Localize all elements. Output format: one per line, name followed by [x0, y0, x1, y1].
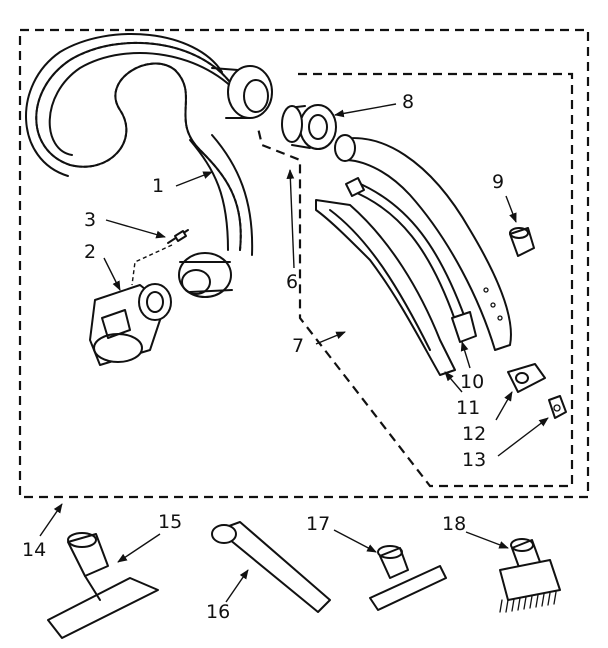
callout-2: 2 [84, 241, 96, 263]
callout-10: 10 [460, 371, 484, 393]
leader-1 [175, 171, 213, 187]
swivel-part-8 [281, 104, 337, 150]
callout-7: 7 [292, 335, 304, 357]
leader-8 [334, 103, 397, 118]
leader-3 [105, 219, 166, 239]
callout-16: 16 [206, 601, 230, 623]
leader-14 [39, 503, 63, 537]
leader-13 [497, 417, 549, 457]
hose-part-1 [25, 33, 273, 298]
leader-10 [460, 341, 471, 369]
callout-18: 18 [442, 513, 466, 535]
floor-tool-part-15 [47, 532, 159, 639]
leader-7 [315, 331, 346, 345]
callout-3: 3 [84, 209, 96, 231]
handle-lower-shell [315, 199, 456, 376]
leader-lines [39, 103, 549, 603]
leader-16 [225, 569, 249, 603]
callout-9: 9 [492, 171, 504, 193]
leader-17 [333, 529, 377, 553]
leader-9 [505, 195, 517, 223]
leader-11 [444, 371, 463, 393]
dusting-brush-part-18 [499, 538, 561, 613]
handle-assembly-boundary [256, 72, 574, 488]
wire-harness-part-10 [345, 177, 477, 343]
crevice-tool-part-16 [211, 521, 331, 613]
leader-12 [495, 391, 513, 421]
pin-part-3 [131, 229, 189, 286]
clip-part-13 [548, 395, 567, 419]
leader-2 [103, 257, 121, 291]
cap-part-9 [509, 227, 535, 257]
handle-upper-shell [334, 134, 512, 351]
callout-14: 14 [22, 539, 46, 561]
latch-part-12 [507, 363, 546, 393]
upholstery-tool-part-17 [369, 545, 447, 611]
leader-15 [117, 533, 161, 563]
callout-6: 6 [286, 271, 298, 293]
callout-15: 15 [158, 511, 182, 533]
callout-8: 8 [402, 91, 414, 113]
callout-12: 12 [462, 423, 486, 445]
kit-boundary-frame [18, 28, 590, 499]
callout-17: 17 [306, 513, 330, 535]
callout-1: 1 [152, 175, 164, 197]
callout-labels: 1 2 3 6 7 8 9 10 11 12 13 14 15 16 17 18 [22, 91, 504, 623]
callout-13: 13 [462, 449, 486, 471]
hose-connector-part-2 [89, 283, 172, 366]
leader-6 [286, 169, 295, 269]
leader-18 [465, 531, 509, 549]
callout-11: 11 [456, 397, 480, 419]
